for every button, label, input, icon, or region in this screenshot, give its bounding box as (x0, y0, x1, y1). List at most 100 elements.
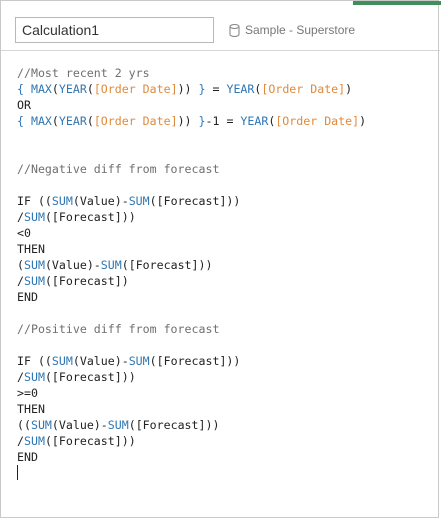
code-token: ( (86, 114, 94, 128)
code-line[interactable] (17, 129, 437, 145)
window-accent-bar (353, 1, 441, 5)
code-token: / (17, 274, 24, 288)
code-token: / (17, 434, 24, 448)
code-line[interactable]: OR (17, 97, 437, 113)
code-token: )) (177, 114, 199, 128)
code-line[interactable] (17, 465, 437, 481)
code-token: YEAR (226, 82, 255, 96)
code-token: ([Forecast])) (149, 354, 241, 368)
code-token: ([Forecast])) (44, 370, 136, 384)
code-token: SUM (23, 274, 45, 288)
code-line[interactable]: ((SUM(Value)-SUM([Forecast])) (17, 417, 437, 433)
code-token: ( (17, 258, 24, 272)
code-token: [Order Date] (93, 82, 178, 96)
code-token: THEN (17, 402, 45, 416)
code-token: ([Forecast])) (121, 258, 213, 272)
code-token: SUM (51, 354, 73, 368)
code-token: IF (( (17, 194, 52, 208)
code-line[interactable]: { MAX(YEAR([Order Date])) } = YEAR([Orde… (17, 81, 437, 97)
code-line[interactable]: /SUM([Forecast])) (17, 209, 437, 225)
code-token: ([Forecast])) (44, 210, 136, 224)
code-token: MAX (30, 114, 52, 128)
editor-header: Sample - Superstore (1, 5, 440, 51)
code-line[interactable] (17, 177, 437, 193)
code-token: (Value)- (44, 258, 101, 272)
code-token: END (17, 290, 38, 304)
code-line[interactable]: /SUM([Forecast])) (17, 369, 437, 385)
code-token: ( (268, 114, 276, 128)
code-line[interactable]: >=0 (17, 385, 437, 401)
code-token: OR (17, 98, 31, 112)
code-line[interactable]: { MAX(YEAR([Order Date])) }-1 = YEAR([Or… (17, 113, 437, 129)
code-token: )) (177, 82, 199, 96)
code-token: ( (51, 82, 59, 96)
code-token: >=0 (17, 386, 38, 400)
code-token: END (17, 450, 38, 464)
code-token: -1 = (205, 114, 241, 128)
code-token: SUM (100, 258, 122, 272)
code-token: ) (345, 82, 353, 96)
code-token: ) (359, 114, 367, 128)
code-token: SUM (23, 210, 45, 224)
code-token: //Negative diff from forecast (17, 162, 220, 176)
code-token: (Value)- (72, 194, 129, 208)
code-line[interactable]: THEN (17, 241, 437, 257)
code-token: (Value)- (72, 354, 129, 368)
code-line[interactable]: //Negative diff from forecast (17, 161, 437, 177)
datasource-label: Sample - Superstore (245, 23, 356, 37)
code-token: = (205, 82, 227, 96)
code-token: ([Forecast])) (128, 418, 220, 432)
code-line[interactable]: //Positive diff from forecast (17, 321, 437, 337)
code-line[interactable]: <0 (17, 225, 437, 241)
code-token: YEAR (58, 82, 87, 96)
code-token: IF (( (17, 354, 52, 368)
code-line[interactable] (17, 305, 437, 321)
code-token: [Order Date] (275, 114, 360, 128)
code-token: { (17, 82, 31, 96)
code-token: SUM (51, 194, 73, 208)
code-token: SUM (128, 194, 150, 208)
code-token: ( (86, 82, 94, 96)
code-token: { (17, 114, 31, 128)
code-token: MAX (30, 82, 52, 96)
code-token: / (17, 210, 24, 224)
code-token: SUM (23, 434, 45, 448)
code-token: //Most recent 2 yrs (17, 66, 150, 80)
code-token: (Value)- (51, 418, 108, 432)
code-token: [Order Date] (93, 114, 178, 128)
code-token: SUM (23, 370, 45, 384)
code-line[interactable]: IF ((SUM(Value)-SUM([Forecast])) (17, 193, 437, 209)
code-token: SUM (30, 418, 52, 432)
code-token: (( (17, 418, 31, 432)
formula-editor[interactable]: //Most recent 2 yrs{ MAX(YEAR([Order Dat… (17, 65, 437, 481)
code-line[interactable]: (SUM(Value)-SUM([Forecast])) (17, 257, 437, 273)
code-line[interactable] (17, 337, 437, 353)
code-line[interactable]: /SUM([Forecast])) (17, 433, 437, 449)
code-token: //Positive diff from forecast (17, 322, 220, 336)
text-caret (17, 465, 18, 480)
code-token: ( (51, 114, 59, 128)
calculation-name-input[interactable] (15, 17, 214, 43)
code-token: SUM (128, 354, 150, 368)
code-token: YEAR (58, 114, 87, 128)
code-token: SUM (107, 418, 129, 432)
database-icon (229, 23, 240, 37)
code-line[interactable]: THEN (17, 401, 437, 417)
code-token: SUM (23, 258, 45, 272)
code-line[interactable]: END (17, 449, 437, 465)
code-token: ( (254, 82, 262, 96)
code-line[interactable]: END (17, 289, 437, 305)
code-line[interactable]: IF ((SUM(Value)-SUM([Forecast])) (17, 353, 437, 369)
datasource-indicator: Sample - Superstore (229, 21, 355, 39)
code-token: THEN (17, 242, 45, 256)
code-token: } (198, 82, 206, 96)
code-token: ([Forecast])) (149, 194, 241, 208)
code-line[interactable]: //Most recent 2 yrs (17, 65, 437, 81)
code-line[interactable] (17, 145, 437, 161)
code-token: <0 (17, 226, 31, 240)
code-token: YEAR (240, 114, 269, 128)
code-token: } (198, 114, 206, 128)
code-token: ([Forecast]) (44, 274, 129, 288)
code-line[interactable]: /SUM([Forecast]) (17, 273, 437, 289)
